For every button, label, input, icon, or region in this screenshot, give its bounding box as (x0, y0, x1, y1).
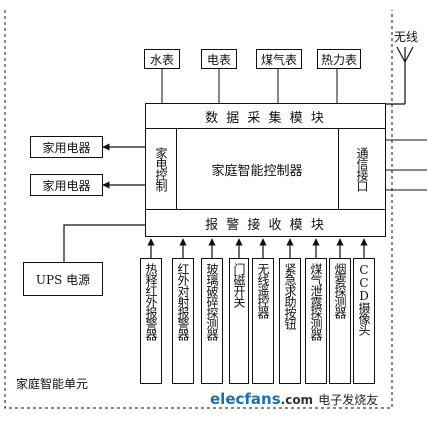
data-collection-module: 数 据 采 集 模 块 (145, 103, 386, 129)
appliance-control-label: 家电控制 (154, 147, 168, 191)
unit-boundary (4, 10, 393, 409)
ups-power: UPS 电源 (23, 262, 103, 296)
sensor-box: 红外对射报警器 (172, 258, 194, 384)
sensor-box: CCD摄像头 (353, 258, 375, 384)
meter-heat: 热力表 (317, 49, 361, 69)
sensor-label: 红外对射报警器 (176, 263, 190, 340)
meter-gas: 煤气表 (256, 49, 302, 69)
meter-water: 水表 (144, 49, 180, 69)
comm-interface: 通信接口 (338, 128, 386, 210)
ups-line (63, 224, 145, 262)
sensor-label: CCD摄像头 (357, 263, 371, 335)
sensor-label: 紧急求助按钮 (283, 263, 297, 329)
watermark-domain: .com (280, 393, 314, 407)
comm-interface-label: 通信接口 (355, 147, 369, 191)
home-controller: 家庭智能控制器 (211, 163, 303, 179)
sensor-label: 无线遥控器 (256, 263, 270, 318)
alarm-receive-module: 报 警 接 收 模 块 (145, 209, 386, 237)
sensor-label: 煤气泄露探测器 (309, 263, 323, 340)
sensor-box: 无线遥控器 (252, 258, 274, 384)
watermark-logo: elecfans.com 电子发烧友 (210, 390, 378, 408)
sensor-label: 门磁开关 (232, 263, 246, 307)
sensor-box: 烟雾探测器 (329, 258, 351, 384)
appliance-control: 家电控制 (145, 128, 177, 210)
antenna-icon (386, 46, 414, 105)
appliance-box-2: 家用电器 (30, 174, 103, 196)
watermark-site: elecfans (210, 390, 281, 408)
sensor-label: 烟雾探测器 (333, 263, 347, 318)
sensor-box: 煤气泄露探测器 (305, 258, 327, 384)
sensor-label: 玻璃破碎探测器 (205, 263, 219, 340)
sensor-box: 紧急求助按钮 (279, 258, 301, 384)
sensor-box: 热释红外报警器 (140, 258, 162, 384)
sensor-box: 门磁开关 (229, 258, 249, 384)
wireless-label: 无线 (394, 30, 419, 44)
sensor-label: 热释红外报警器 (144, 263, 158, 340)
watermark-cn: 电子发烧友 (318, 393, 379, 407)
appliance-box-1: 家用电器 (30, 136, 103, 158)
sensor-box: 玻璃破碎探测器 (201, 258, 223, 384)
unit-label: 家庭智能单元 (16, 377, 89, 391)
meter-electric: 电表 (201, 49, 237, 69)
